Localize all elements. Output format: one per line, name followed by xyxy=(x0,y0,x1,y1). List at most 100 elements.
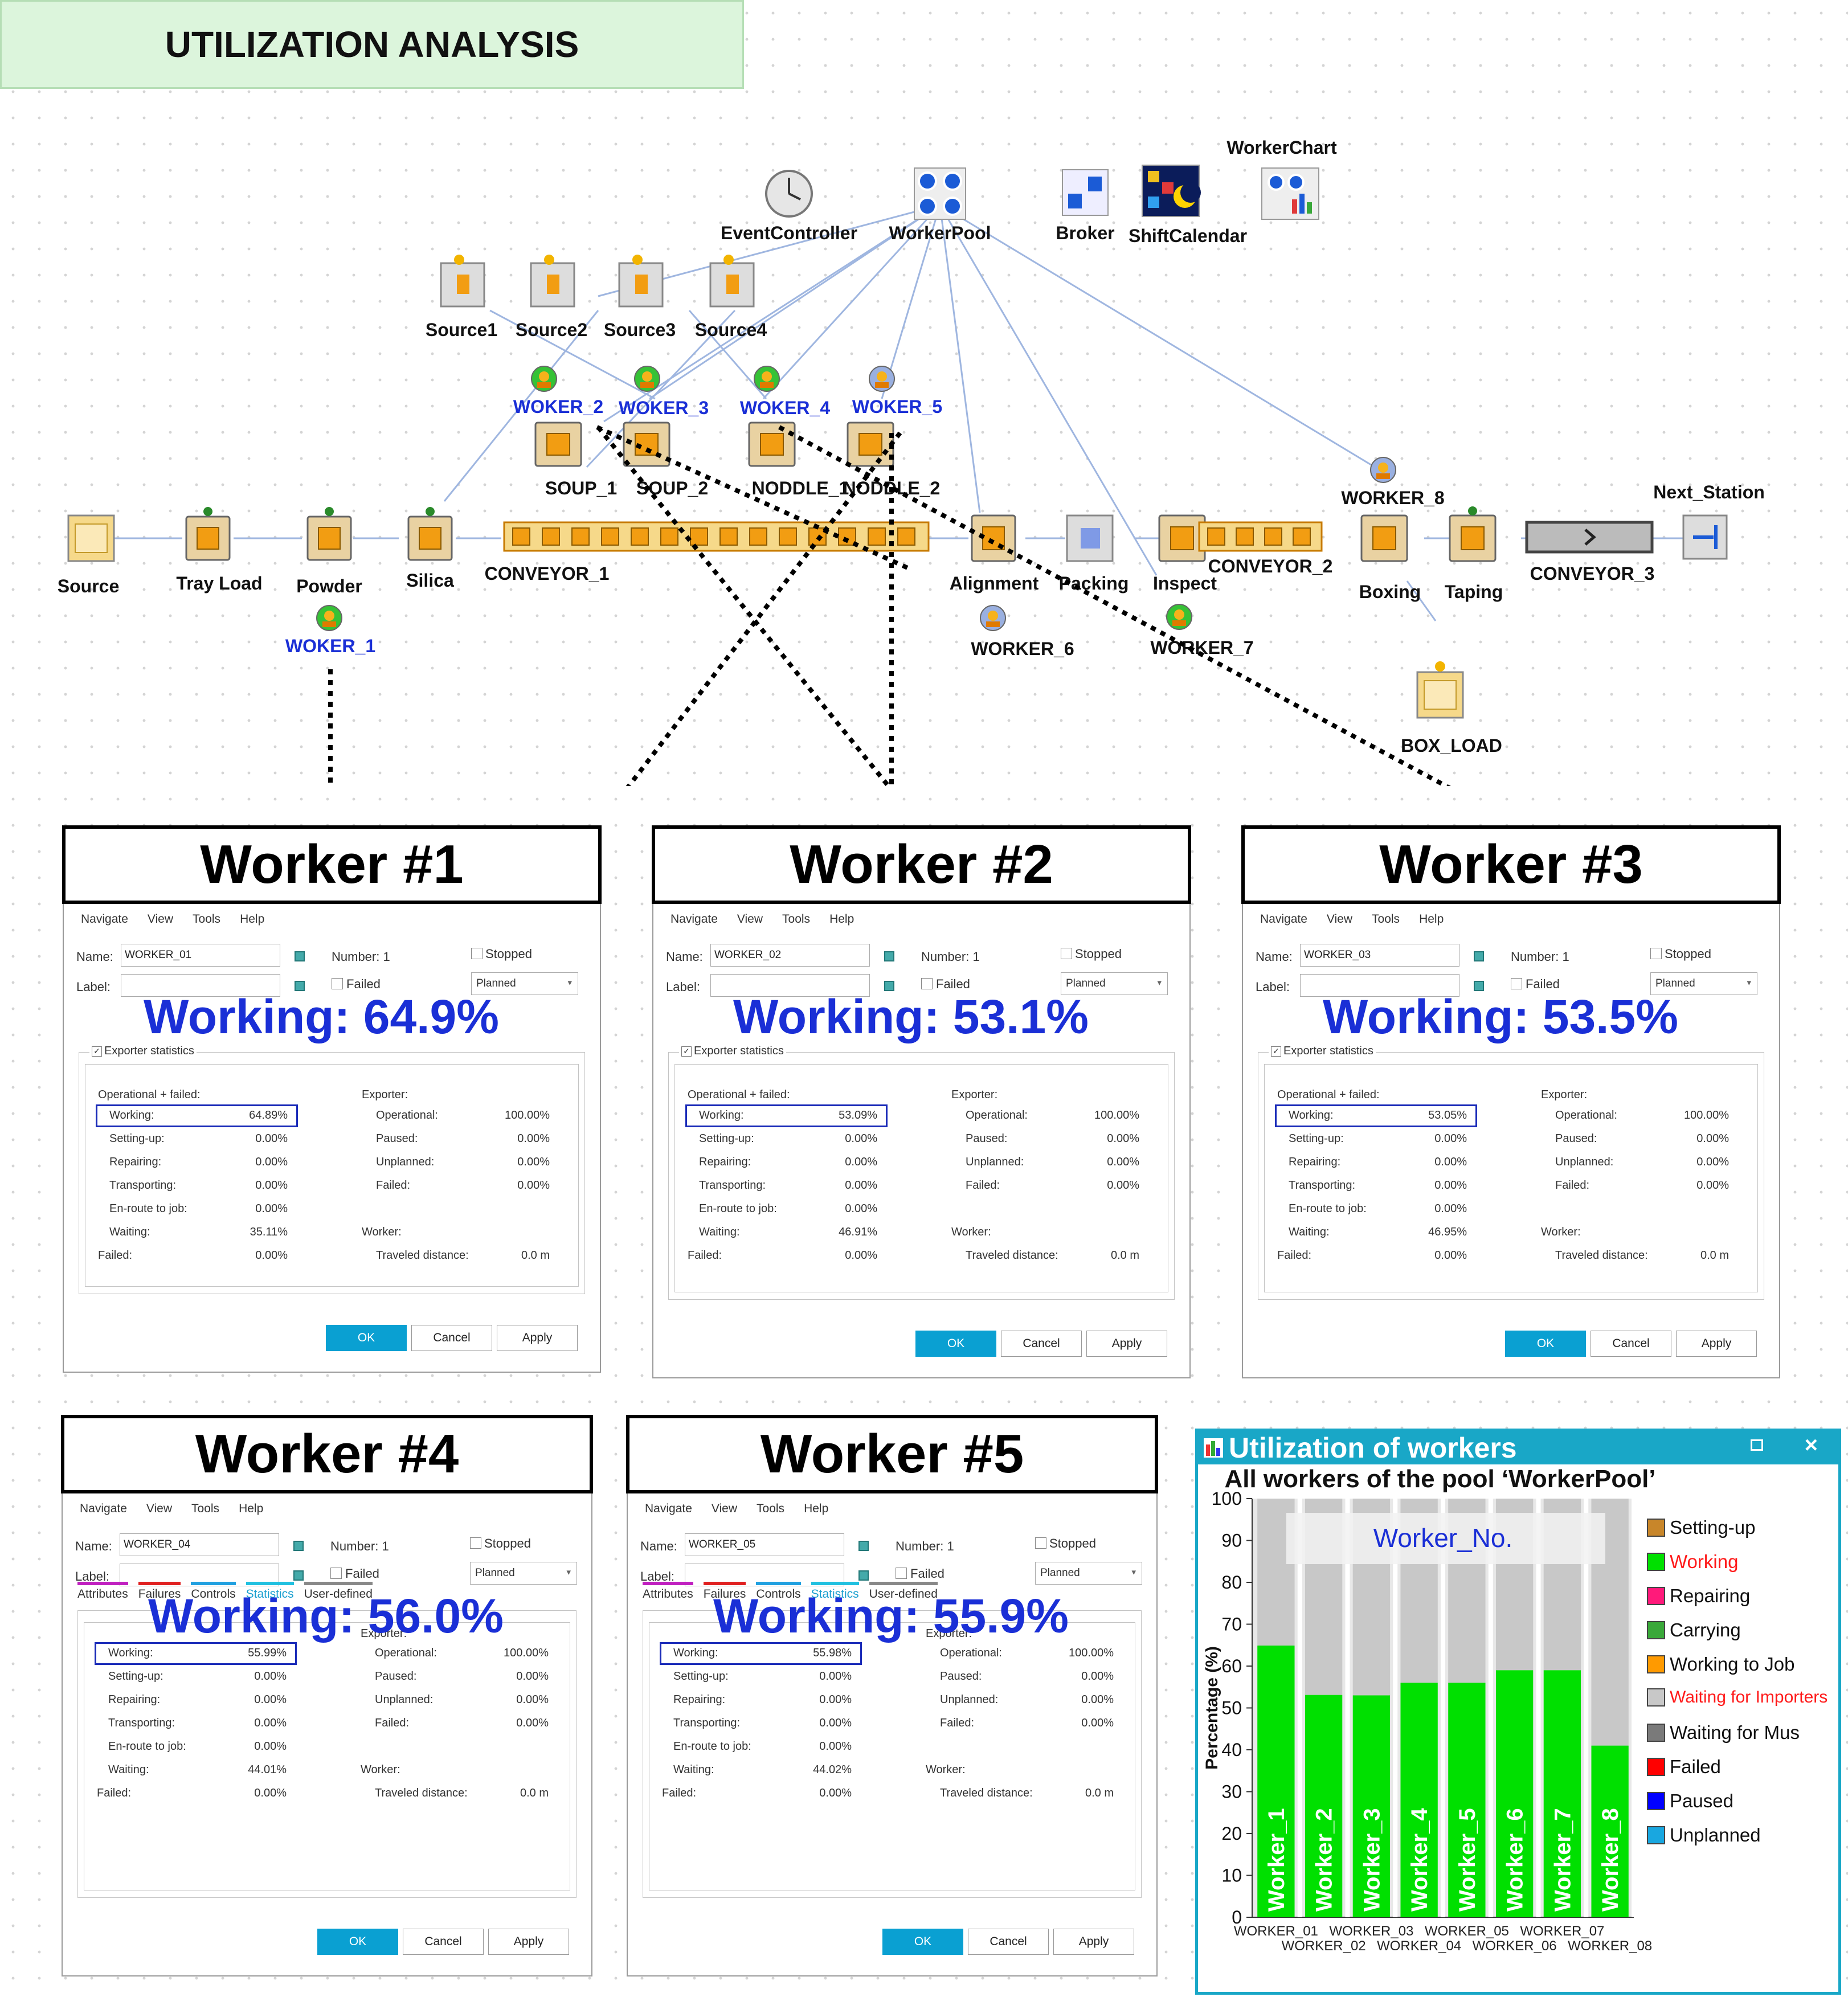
exporter-statistics-checkbox[interactable]: ✓ xyxy=(1271,1046,1281,1057)
tab-statistics[interactable]: Statistics xyxy=(811,1582,859,1601)
name-field[interactable]: WORKER_05 xyxy=(685,1533,844,1556)
planned-dropdown[interactable]: Planned xyxy=(1650,972,1757,995)
stopped-checkbox[interactable] xyxy=(1035,1537,1046,1549)
ok-button[interactable]: OK xyxy=(1505,1331,1586,1357)
close-icon[interactable]: × xyxy=(1804,1433,1818,1458)
menu-navigate[interactable]: Navigate xyxy=(81,912,128,926)
label-toggle-icon[interactable] xyxy=(1474,981,1484,991)
label-toggle-icon[interactable] xyxy=(295,981,305,991)
menu-tools[interactable]: Tools xyxy=(782,912,811,926)
exporter-statistics-title[interactable]: ✓Exporter statistics xyxy=(89,1045,197,1058)
cancel-button[interactable]: Cancel xyxy=(1591,1331,1671,1357)
name-field[interactable]: WORKER_04 xyxy=(120,1533,279,1556)
planned-dropdown[interactable]: Planned xyxy=(471,972,578,995)
menu-tools[interactable]: Tools xyxy=(757,1502,785,1515)
ok-button[interactable]: OK xyxy=(882,1929,963,1955)
exporter-statistics-checkbox[interactable]: ✓ xyxy=(681,1046,692,1057)
tab-failures[interactable]: Failures xyxy=(138,1582,181,1601)
exporter-value: 0.00% xyxy=(1107,1179,1139,1192)
stopped-checkbox[interactable] xyxy=(470,1537,481,1549)
failed-checkbox[interactable] xyxy=(921,978,933,989)
exporter-statistics-title[interactable]: ✓Exporter statistics xyxy=(1269,1045,1376,1058)
failed-checkbox[interactable] xyxy=(330,1568,342,1579)
tab-attributes[interactable]: Attributes xyxy=(77,1582,128,1601)
menu-tools[interactable]: Tools xyxy=(191,1502,220,1515)
exporter-label: Failed: xyxy=(966,1179,1000,1192)
dialog-menubar: Navigate View Tools Help xyxy=(81,912,284,926)
name-toggle-icon[interactable] xyxy=(1474,951,1484,961)
menu-view[interactable]: View xyxy=(146,1502,173,1515)
label-label: Label: xyxy=(76,980,111,994)
menu-view[interactable]: View xyxy=(711,1502,738,1515)
menu-help[interactable]: Help xyxy=(1419,912,1444,926)
menu-help[interactable]: Help xyxy=(239,1502,264,1515)
ok-button[interactable]: OK xyxy=(326,1325,407,1351)
name-toggle-icon[interactable] xyxy=(884,951,894,961)
cancel-button[interactable]: Cancel xyxy=(411,1325,492,1351)
legend-label: Setting-up xyxy=(1670,1517,1756,1538)
worker-heading: Worker: xyxy=(926,1763,966,1776)
stopped-checkbox[interactable] xyxy=(1650,948,1662,959)
stopped-checkbox[interactable] xyxy=(471,948,483,959)
exporter-statistics-title[interactable]: ✓Exporter statistics xyxy=(679,1045,786,1058)
tab-controls[interactable]: Controls xyxy=(756,1582,801,1601)
tab-userdefined[interactable]: User-defined xyxy=(304,1582,373,1601)
menu-navigate[interactable]: Navigate xyxy=(1260,912,1307,926)
cancel-button[interactable]: Cancel xyxy=(403,1929,484,1955)
apply-button[interactable]: Apply xyxy=(1086,1331,1167,1357)
menu-view[interactable]: View xyxy=(147,912,174,926)
tab-controls[interactable]: Controls xyxy=(191,1582,236,1601)
menu-navigate[interactable]: Navigate xyxy=(645,1502,692,1515)
label-field[interactable] xyxy=(710,974,870,997)
name-field[interactable]: WORKER_03 xyxy=(1300,944,1459,967)
label-field[interactable] xyxy=(121,974,280,997)
ok-button[interactable]: OK xyxy=(915,1331,996,1357)
worker-chart-window[interactable]: Utilization of workers × All workers of … xyxy=(1195,1429,1841,1995)
failed-checkbox[interactable] xyxy=(332,978,343,989)
apply-button[interactable]: Apply xyxy=(1676,1331,1757,1357)
label-conveyor_3: CONVEYOR_3 xyxy=(1530,563,1655,584)
menu-view[interactable]: View xyxy=(737,912,763,926)
menu-tools[interactable]: Tools xyxy=(193,912,221,926)
name-field[interactable]: WORKER_02 xyxy=(710,944,870,967)
planned-dropdown[interactable]: Planned xyxy=(470,1562,577,1585)
menu-help[interactable]: Help xyxy=(240,912,265,926)
maximize-icon[interactable] xyxy=(1751,1439,1763,1451)
failed-checkbox[interactable] xyxy=(1511,978,1522,989)
tab-statistics[interactable]: Statistics xyxy=(246,1582,294,1601)
name-toggle-icon[interactable] xyxy=(295,951,305,961)
menu-tools[interactable]: Tools xyxy=(1372,912,1400,926)
worker-icon xyxy=(869,366,895,392)
legend-swatch xyxy=(1647,1519,1665,1537)
pool-link xyxy=(762,204,941,400)
tab-failures[interactable]: Failures xyxy=(703,1582,746,1601)
name-toggle-icon[interactable] xyxy=(858,1541,869,1551)
label-toggle-icon[interactable] xyxy=(858,1570,869,1581)
menu-navigate[interactable]: Navigate xyxy=(80,1502,127,1515)
menu-view[interactable]: View xyxy=(1326,912,1353,926)
planned-dropdown[interactable]: Planned xyxy=(1061,972,1168,995)
cancel-button[interactable]: Cancel xyxy=(1001,1331,1082,1357)
label-toggle-icon[interactable] xyxy=(293,1570,304,1581)
broker-icon xyxy=(1062,169,1109,216)
failed-checkbox[interactable] xyxy=(896,1568,907,1579)
legend-swatch xyxy=(1647,1587,1665,1605)
apply-button[interactable]: Apply xyxy=(497,1325,578,1351)
name-toggle-icon[interactable] xyxy=(293,1541,304,1551)
worker-heading: Worker: xyxy=(362,1226,402,1238)
cancel-button[interactable]: Cancel xyxy=(968,1929,1049,1955)
tab-userdefined[interactable]: User-defined xyxy=(869,1582,938,1601)
name-field[interactable]: WORKER_01 xyxy=(121,944,280,967)
ok-button[interactable]: OK xyxy=(317,1929,398,1955)
apply-button[interactable]: Apply xyxy=(1053,1929,1134,1955)
planned-dropdown[interactable]: Planned xyxy=(1035,1562,1142,1585)
stopped-checkbox[interactable] xyxy=(1061,948,1072,959)
exporter-statistics-checkbox[interactable]: ✓ xyxy=(92,1046,102,1057)
menu-help[interactable]: Help xyxy=(829,912,855,926)
tab-attributes[interactable]: Attributes xyxy=(643,1582,693,1601)
menu-navigate[interactable]: Navigate xyxy=(670,912,718,926)
label-toggle-icon[interactable] xyxy=(884,981,894,991)
label-field[interactable] xyxy=(1300,974,1459,997)
apply-button[interactable]: Apply xyxy=(488,1929,569,1955)
menu-help[interactable]: Help xyxy=(804,1502,829,1515)
